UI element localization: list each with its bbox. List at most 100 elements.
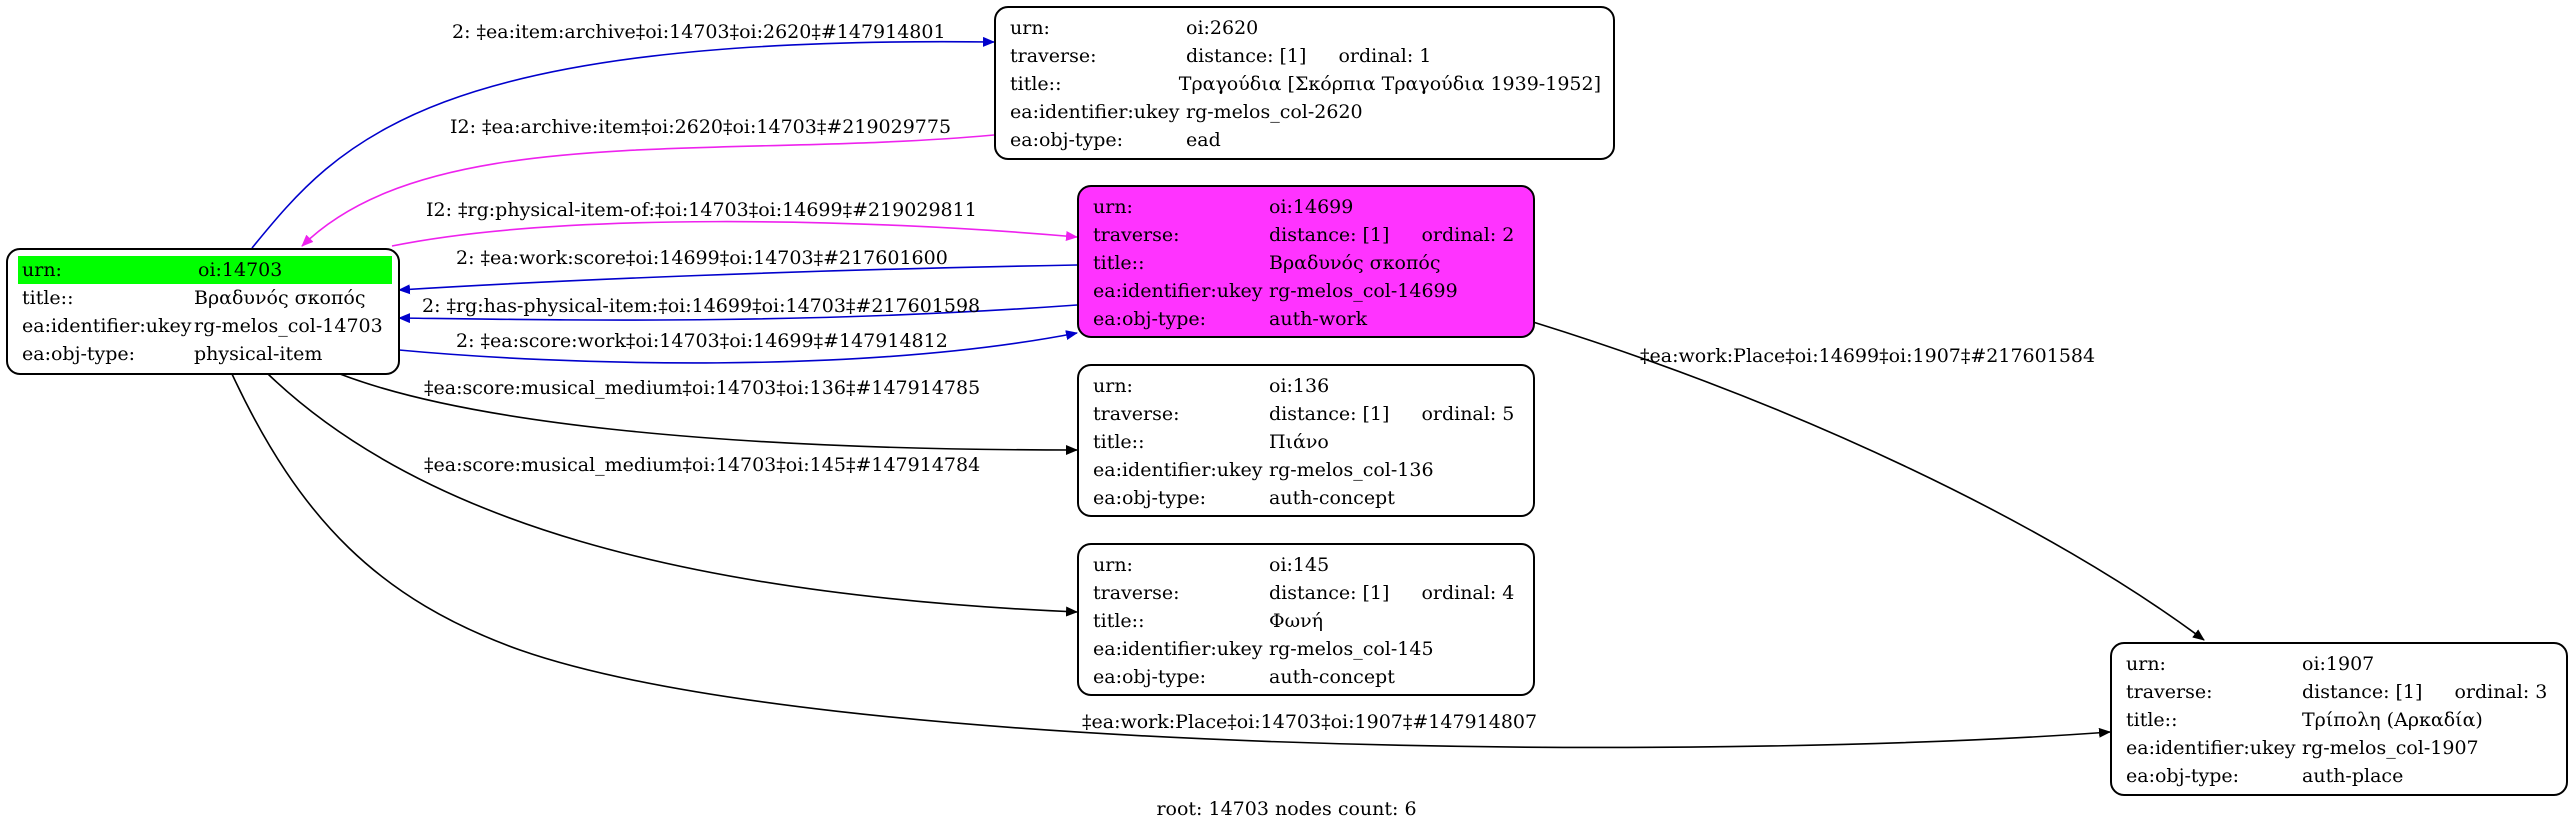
node-ordinal: ordinal: 4 bbox=[1421, 582, 1515, 604]
edge-work-score bbox=[398, 264, 1078, 295]
node-ordinal: ordinal: 3 bbox=[2454, 681, 2548, 703]
node-key: urn: bbox=[22, 259, 62, 281]
node-row-objtype: ea:obj-type: auth-place bbox=[2126, 762, 2554, 790]
node-value: auth-place bbox=[2302, 765, 2404, 787]
node-value: Βραδυνός σκοπός bbox=[194, 287, 366, 309]
node-root-14703[interactable]: urn: oi:14703 title::Βραδυνός σκοπός ea:i… bbox=[6, 248, 400, 375]
node-row-ukey: ea:identifier:ukey rg-melos_col-14699 bbox=[1093, 277, 1521, 305]
node-row-traverse: traverse: distance: [1] ordinal: 2 bbox=[1093, 221, 1521, 249]
node-row-objtype: ea:obj-type:auth-concept bbox=[1093, 484, 1521, 512]
edge-place-work bbox=[1532, 321, 2205, 641]
node-row-urn: urn: oi:14699 bbox=[1093, 193, 1521, 221]
node-key: ea:identifier:ukey bbox=[1093, 638, 1263, 660]
node-key: ea:identifier:ukey bbox=[22, 315, 192, 337]
node-145[interactable]: urn:oi:145 traverse: distance: [1] ordinal… bbox=[1077, 543, 1535, 696]
node-row-ukey: ea:identifier:ukey rg-melos_col-136 bbox=[1093, 456, 1521, 484]
node-row-traverse: traverse: distance: [1] ordinal: 4 bbox=[1093, 579, 1521, 607]
node-key: traverse: bbox=[1093, 224, 1180, 246]
node-key: title:: bbox=[1010, 73, 1062, 95]
edge-medium-136 bbox=[339, 373, 1078, 455]
node-136[interactable]: urn:oi:136 traverse: distance: [1] ordinal… bbox=[1077, 364, 1535, 517]
edge-place-root bbox=[231, 373, 2111, 749]
node-row-urn: urn:oi:145 bbox=[1093, 551, 1521, 579]
node-value: Βραδυνός σκοπός bbox=[1269, 252, 1441, 274]
node-row-urn: urn: oi:2620 bbox=[1010, 14, 1601, 42]
node-key: ea:obj-type: bbox=[1093, 308, 1207, 330]
node-value: physical-item bbox=[194, 343, 323, 365]
edge-label-has-physical-item: 2: ‡rg:has-physical-item:‡oi:14699‡oi:14… bbox=[422, 295, 980, 317]
node-value: Πιάνο bbox=[1269, 431, 1329, 453]
node-value: Τρίπολη (Αρκαδία) bbox=[2302, 709, 2483, 731]
node-key: title:: bbox=[22, 287, 74, 309]
edge-has-physical-item bbox=[398, 304, 1078, 324]
graph-footer: root: 14703 nodes count: 6 bbox=[1156, 798, 1417, 820]
node-value: rg-melos_col-14703 bbox=[194, 315, 383, 337]
node-value: oi:14699 bbox=[1269, 196, 1354, 218]
node-key: traverse: bbox=[2126, 681, 2213, 703]
node-key: traverse: bbox=[1093, 582, 1180, 604]
node-value: oi:136 bbox=[1269, 375, 1330, 397]
node-value: auth-concept bbox=[1269, 487, 1395, 509]
node-key: title:: bbox=[1093, 431, 1145, 453]
node-key: ea:identifier:ukey bbox=[1093, 459, 1263, 481]
node-key: ea:obj-type: bbox=[2126, 765, 2240, 787]
node-row-urn: urn:oi:136 bbox=[1093, 372, 1521, 400]
node-key: traverse: bbox=[1010, 45, 1097, 67]
node-value: oi:2620 bbox=[1186, 17, 1259, 39]
edge-label-item-archive: 2: ‡ea:item:archive‡oi:14703‡oi:2620‡#14… bbox=[452, 21, 946, 43]
edge-item-archive bbox=[251, 36, 995, 249]
edge-score-work bbox=[398, 330, 1078, 364]
node-1907[interactable]: urn: oi:1907 traverse:distance: [1]ordina… bbox=[2110, 642, 2568, 796]
node-key: urn: bbox=[2126, 653, 2166, 675]
node-row-title: title::Βραδυνός σκοπός bbox=[1093, 249, 1521, 277]
node-14699[interactable]: urn: oi:14699 traverse: distance: [1] ordin… bbox=[1077, 185, 1535, 338]
node-value: distance: [1] bbox=[1186, 45, 1307, 67]
node-2620[interactable]: urn: oi:2620 traverse: distance: [1] ordina… bbox=[994, 6, 1615, 160]
edge-label-place-root: ‡ea:work:Place‡oi:14703‡oi:1907‡#1479148… bbox=[1082, 711, 1537, 733]
node-row-title: title::Πιάνο bbox=[1093, 428, 1521, 456]
edge-label-score-work: 2: ‡ea:score:work‡oi:14703‡oi:14699‡#147… bbox=[456, 330, 948, 352]
node-value: distance: [1] bbox=[1269, 224, 1390, 246]
node-key: ea:identifier:ukey bbox=[1010, 101, 1180, 123]
node-key: traverse: bbox=[1093, 403, 1180, 425]
edge-label-archive-item: I2: ‡ea:archive:item‡oi:2620‡oi:14703‡#2… bbox=[450, 116, 951, 138]
node-value: Τραγούδια [Σκόρπια Τραγούδια 1939-1952] bbox=[1178, 73, 1601, 95]
node-row-objtype: ea:obj-type: physical-item bbox=[22, 340, 386, 368]
node-value: distance: [1] bbox=[1269, 403, 1390, 425]
edge-physical-item-of bbox=[391, 220, 1078, 247]
node-ordinal: ordinal: 5 bbox=[1421, 403, 1515, 425]
node-row-objtype: ea:obj-type:auth-work bbox=[1093, 305, 1521, 333]
node-row-title: title::Βραδυνός σκοπός bbox=[22, 284, 386, 312]
node-value: Φωνή bbox=[1269, 610, 1324, 632]
node-value: rg-melos_col-136 bbox=[1269, 459, 1434, 481]
node-key: urn: bbox=[1010, 17, 1050, 39]
node-value: oi:14703 bbox=[198, 259, 283, 281]
node-row-objtype: ea:obj-type:ead bbox=[1010, 126, 1601, 154]
node-row-traverse: traverse: distance: [1] ordinal: 5 bbox=[1093, 400, 1521, 428]
node-key: urn: bbox=[1093, 554, 1133, 576]
node-value: oi:1907 bbox=[2302, 653, 2375, 675]
node-key: ea:obj-type: bbox=[1093, 666, 1207, 688]
node-value: distance: [1] bbox=[1269, 582, 1390, 604]
node-row-urn: urn: oi:14703 bbox=[18, 256, 392, 284]
node-key: title:: bbox=[2126, 709, 2178, 731]
node-value: rg-melos_col-1907 bbox=[2302, 737, 2479, 759]
edge-label-physical-item-of: I2: ‡rg:physical-item-of:‡oi:14703‡oi:14… bbox=[426, 199, 977, 221]
edge-label-medium-145: ‡ea:score:musical_medium‡oi:14703‡oi:145… bbox=[424, 454, 980, 476]
node-key: ea:identifier:ukey bbox=[1093, 280, 1263, 302]
edge-label-work-score: 2: ‡ea:work:score‡oi:14699‡oi:14703‡#217… bbox=[456, 247, 948, 269]
node-row-traverse: traverse:distance: [1]ordinal: 3 bbox=[2126, 678, 2554, 706]
edge-label-medium-136: ‡ea:score:musical_medium‡oi:14703‡oi:136… bbox=[424, 377, 980, 399]
node-key: ea:obj-type: bbox=[22, 343, 136, 365]
node-ordinal: ordinal: 2 bbox=[1421, 224, 1515, 246]
edge-archive-item bbox=[301, 134, 995, 247]
node-row-ukey: ea:identifier:ukey rg-melos_col-1907 bbox=[2126, 734, 2554, 762]
node-value: auth-concept bbox=[1269, 666, 1395, 688]
node-key: ea:identifier:ukey bbox=[2126, 737, 2296, 759]
node-row-urn: urn: oi:1907 bbox=[2126, 650, 2554, 678]
node-ordinal: ordinal: 1 bbox=[1338, 45, 1432, 67]
node-key: urn: bbox=[1093, 196, 1133, 218]
node-value: rg-melos_col-14699 bbox=[1269, 280, 1458, 302]
